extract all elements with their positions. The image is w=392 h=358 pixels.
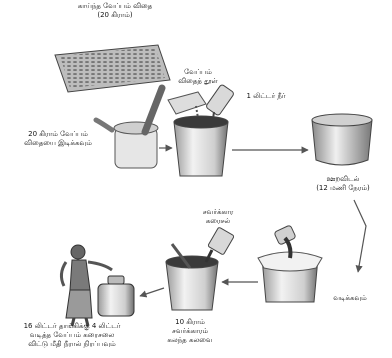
label-soap-mix: 10 கிராம் சவர்க்காரம் கலந்த கலவை bbox=[150, 318, 230, 345]
label-soap-solution-line2: கரைசல் bbox=[188, 217, 248, 226]
label-soak-line2: (12 மணி நேரம்) bbox=[308, 184, 378, 193]
label-soak-line1: ஊறவிடல் bbox=[308, 175, 378, 184]
label-soak: ஊறவிடல் (12 மணி நேரம்) bbox=[308, 175, 378, 193]
label-soap-solution-line1: சவர்க்கார bbox=[188, 208, 248, 217]
label-seed-powder-line1: வேப்பம் bbox=[168, 68, 228, 77]
label-soap-solution: சவர்க்கார கரைசல் bbox=[188, 208, 248, 226]
label-final-line2: வடித்த வேப்பம் கரைசலை bbox=[2, 331, 142, 340]
soap-mixing-bucket bbox=[166, 227, 234, 310]
label-crush-seed-line2: விதையை இடிக்கவும் bbox=[4, 139, 112, 148]
arrow-soak-to-filter bbox=[354, 200, 366, 272]
label-soap-mix-line1: 10 கிராம் bbox=[150, 318, 230, 327]
label-filter-line1: வடிக்கவும் bbox=[322, 294, 378, 303]
soaking-pot bbox=[312, 114, 372, 165]
label-seed-powder-line2: விதைத் தூள் bbox=[168, 77, 228, 86]
mixing-bucket bbox=[174, 116, 228, 176]
mortar-and-pestle bbox=[96, 88, 162, 168]
label-final-step: 16 லிட்டர் தாங்கிக்கு 4 லிட்டர் வடித்த வ… bbox=[2, 322, 142, 349]
label-crush-seed-line1: 20 கிராம் வேப்பம் bbox=[4, 130, 112, 139]
label-dried-seed-line1: காய்ந்த வேப்பம் விதை bbox=[60, 2, 170, 11]
label-water-line1: 1 லிட்டர் நீர் bbox=[236, 92, 296, 101]
filter-bucket bbox=[258, 225, 322, 302]
dried-neem-seed-tray bbox=[55, 45, 170, 92]
label-dried-seed-line2: (20 கிராம்) bbox=[60, 11, 170, 20]
label-filter: வடிக்கவும் bbox=[322, 294, 378, 303]
farmer-filling-sprayer bbox=[61, 245, 134, 326]
label-final-line3: விட்டு மீதி நீரால் நிரப்பவும் bbox=[2, 340, 142, 349]
label-seed-powder: வேப்பம் விதைத் தூள் bbox=[168, 68, 228, 86]
label-soap-mix-line2: சவர்க்காரம் bbox=[150, 327, 230, 336]
arrow-soap-to-sprayer bbox=[140, 288, 164, 296]
label-final-line1: 16 லிட்டர் தாங்கிக்கு 4 லிட்டர் bbox=[2, 322, 142, 331]
label-crush-seed: 20 கிராம் வேப்பம் விதையை இடிக்கவும் bbox=[4, 130, 112, 148]
label-soap-mix-line3: கலந்த கலவை bbox=[150, 336, 230, 345]
label-dried-seed: காய்ந்த வேப்பம் விதை (20 கிராம்) bbox=[60, 2, 170, 20]
label-water: 1 லிட்டர் நீர் bbox=[236, 92, 296, 101]
